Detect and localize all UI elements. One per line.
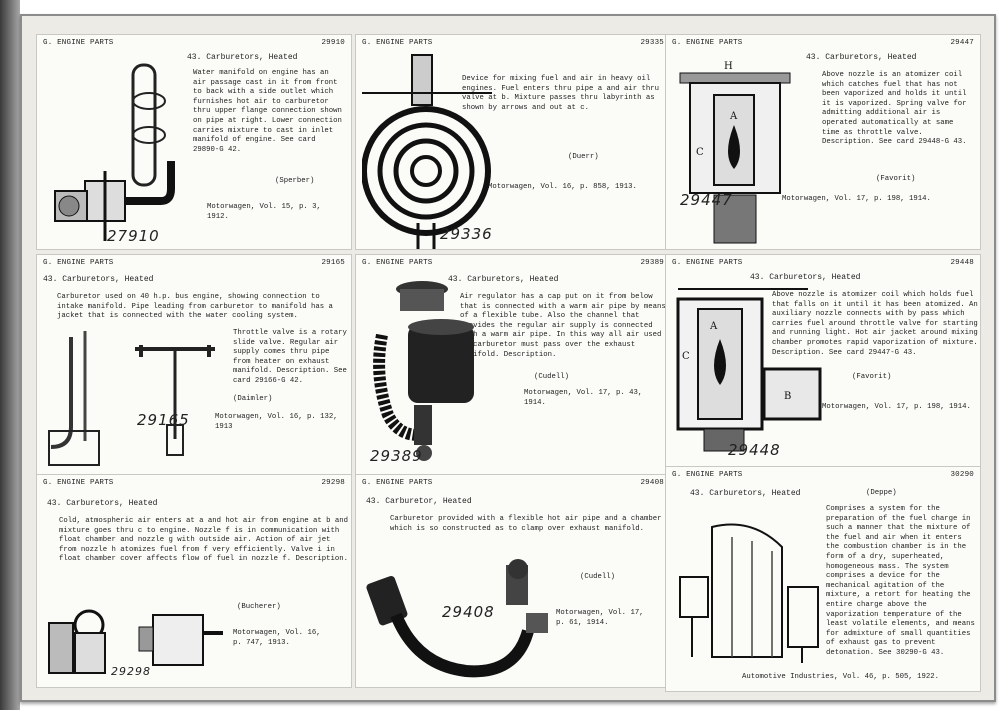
card-maker: (Duerr)	[568, 153, 599, 161]
card-maker: (Deppe)	[866, 489, 897, 497]
album-spine	[0, 0, 20, 710]
figure-number: 29408	[442, 603, 495, 621]
index-card-29448: G. ENGINE PARTS 29448 43. Carburetors, He…	[665, 254, 981, 476]
charge-preparation-system-illustration	[679, 523, 819, 663]
carburetor-section-illustration: A C H	[679, 61, 791, 244]
card-maker: (Daimler)	[233, 395, 273, 403]
card-category: G. ENGINE PARTS	[672, 471, 743, 479]
card-number: 29448	[950, 259, 974, 267]
card-maker: (Sperber)	[275, 177, 315, 185]
card-category: G. ENGINE PARTS	[43, 259, 114, 267]
card-title: 43. Carburetors, Heated	[187, 53, 298, 62]
card-number: 29910	[321, 39, 345, 47]
card-title: 43. Carburetors, Heated	[43, 275, 154, 284]
card-title: 43. Carburetors, Heated	[690, 489, 801, 498]
card-source: Motorwagen, Vol. 17, p. 198, 1914.	[822, 403, 971, 411]
card-description: Water manifold on engine has an air pass…	[193, 69, 342, 154]
figure-number: 29448	[728, 441, 781, 459]
card-maker: (Favorit)	[852, 373, 892, 381]
card-source: Motorwagen, Vol. 16, p. 858, 1913.	[488, 183, 637, 191]
card-maker: (Cudell)	[534, 373, 570, 381]
card-source: Motorwagen, Vol. 17, p. 198, 1914.	[782, 195, 931, 203]
card-title: 43. Carburetors, Heated	[806, 53, 917, 62]
card-description: Air regulator has a cap put on it from b…	[460, 293, 666, 359]
card-number: 29447	[950, 39, 974, 47]
card-number: 29335	[640, 39, 664, 47]
card-maker: (Favorit)	[876, 175, 916, 183]
carburetor-jacket-illustration: A B C	[676, 288, 822, 452]
index-card-29408: G. ENGINE PARTS 29408 43. Carburetor, Hea…	[355, 474, 671, 688]
svg-text:C: C	[696, 147, 704, 158]
index-card-29298: G. ENGINE PARTS 29298 43. Carburetors, He…	[36, 474, 352, 688]
card-description: Above nozzle is atomizer coil which hold…	[772, 291, 978, 357]
card-title: 43. Carburetors, Heated	[47, 499, 158, 508]
card-number: 29298	[321, 479, 345, 487]
card-maker: (Bucherer)	[237, 603, 281, 611]
card-category: G. ENGINE PARTS	[672, 39, 743, 47]
card-description: Carburetor provided with a flexible hot …	[390, 515, 662, 533]
svg-text:A: A	[709, 321, 718, 332]
card-source: Automotive Industries, Vol. 46, p. 505, …	[742, 673, 940, 681]
figure-number: 29336	[440, 225, 493, 243]
card-number: 29389	[640, 259, 664, 267]
figure-number: 29298	[111, 665, 151, 678]
card-title: 43. Carburetor, Heated	[366, 497, 472, 506]
card-title: 43. Carburetors, Heated	[750, 273, 861, 282]
card-description: Above nozzle is an atomizer coil which c…	[822, 71, 967, 147]
air-regulator-photo	[373, 281, 474, 461]
card-category: G. ENGINE PARTS	[362, 39, 433, 47]
figure-number: 27910	[107, 227, 160, 245]
card-category: G. ENGINE PARTS	[43, 39, 114, 47]
card-description: Cold, atmospheric air enters at a and ho…	[59, 517, 349, 564]
card-title: 43. Carburetors, Heated	[448, 275, 559, 284]
card-description: Carburetor used on 40 h.p. bus engine, s…	[57, 293, 333, 321]
card-number: 30290	[950, 471, 974, 479]
card-category: G. ENGINE PARTS	[43, 479, 114, 487]
album-page: G. ENGINE PARTS 29910 43. Carburetors, He…	[20, 14, 996, 702]
svg-text:A: A	[729, 111, 738, 122]
card-category: G. ENGINE PARTS	[362, 479, 433, 487]
card-source: Motorwagen, Vol. 16, p. 747, 1913.	[233, 629, 321, 647]
index-card-29910: G. ENGINE PARTS 29910 43. Carburetors, He…	[36, 34, 352, 250]
figure-number: 29447	[680, 191, 733, 209]
svg-text:B: B	[784, 391, 791, 402]
card-description: Device for mixing fuel and air in heavy …	[462, 75, 660, 112]
card-description: Comprises a system for the preparation o…	[826, 505, 975, 657]
card-description-continued: Throttle valve is a rotary slide valve. …	[233, 329, 347, 385]
card-number: 29408	[640, 479, 664, 487]
index-card-30290: G. ENGINE PARTS 30290 43. Carburetors, He…	[665, 466, 981, 692]
svg-text:H: H	[724, 61, 733, 72]
card-maker: (Cudell)	[580, 573, 616, 581]
hot-air-carburetor-illustration	[48, 609, 223, 674]
card-source: Motorwagen, Vol. 17, p. 61, 1914.	[556, 609, 644, 627]
carburetor-illustration	[54, 63, 175, 241]
card-source: Motorwagen, Vol. 16, p. 132, 1913	[215, 413, 338, 431]
card-source: Motorwagen, Vol. 15, p. 3, 1912.	[207, 203, 321, 221]
card-number: 29165	[321, 259, 345, 267]
figure-number: 29165	[137, 411, 190, 429]
card-source: Motorwagen, Vol. 17, p. 43, 1914.	[524, 389, 643, 407]
flexible-hot-air-pipe-photo	[366, 559, 548, 678]
index-card-29335: G. ENGINE PARTS 29335 Device for mixing f…	[355, 34, 671, 250]
card-category: G. ENGINE PARTS	[672, 259, 743, 267]
index-card-29389: G. ENGINE PARTS 29389 43. Carburetors, He…	[355, 254, 671, 476]
bus-carburetor-illustration	[48, 331, 215, 466]
mixing-labyrinth-illustration	[362, 54, 492, 249]
svg-text:C: C	[682, 351, 690, 362]
card-category: G. ENGINE PARTS	[362, 259, 433, 267]
index-card-29447: G. ENGINE PARTS 29447 43. Carburetors, He…	[665, 34, 981, 250]
figure-number: 29389	[370, 447, 423, 465]
index-card-29165: G. ENGINE PARTS 29165 43. Carburetors, He…	[36, 254, 352, 476]
